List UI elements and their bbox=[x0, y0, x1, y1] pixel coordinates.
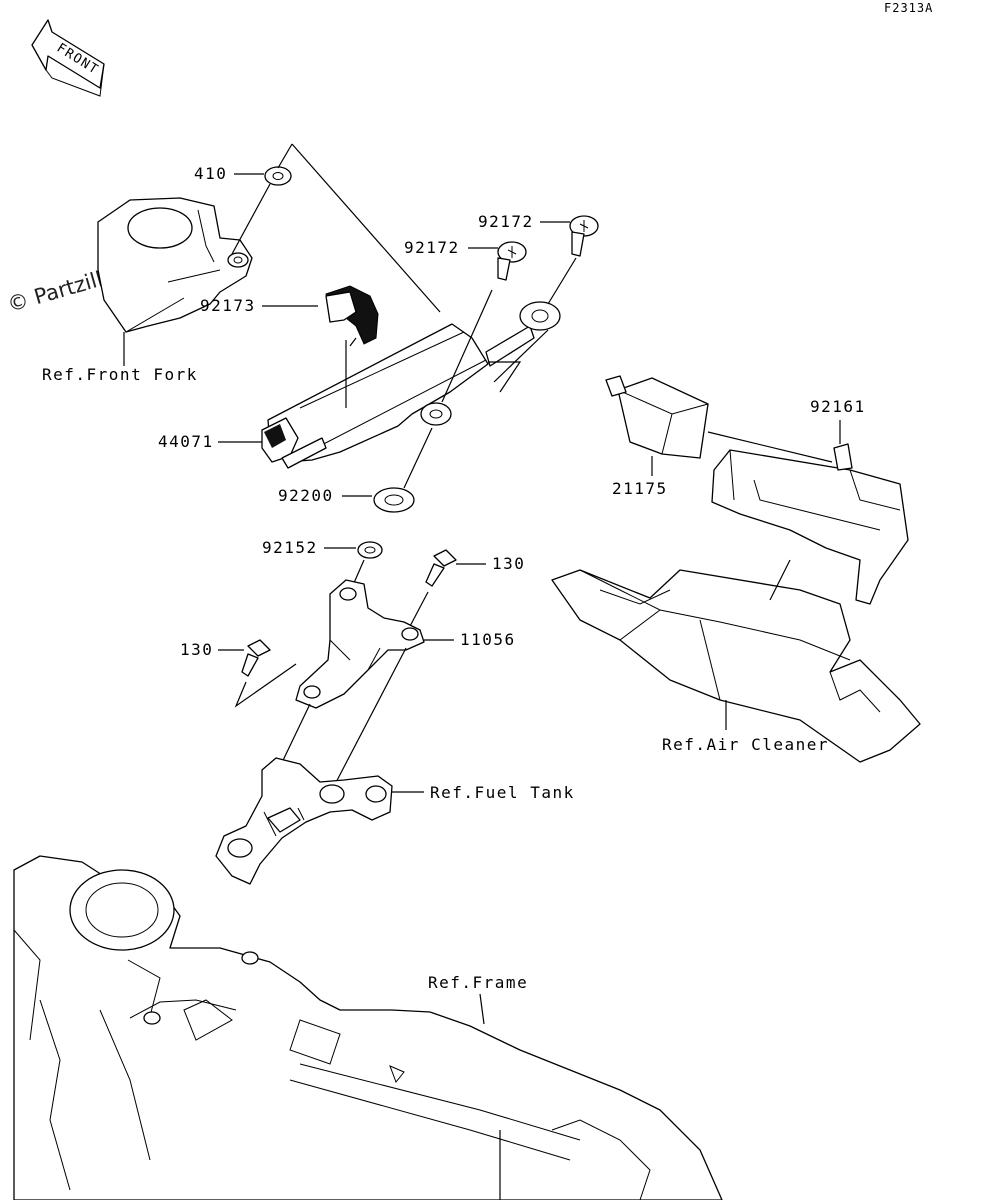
ref-frame-label: Ref.Frame bbox=[428, 973, 528, 992]
rubber-92173 bbox=[325, 285, 379, 345]
steering-damper-44071 bbox=[261, 301, 561, 469]
part-label-44071: 44071 bbox=[158, 432, 214, 451]
washer-92200 bbox=[373, 487, 415, 513]
front-arrow-icon: FRONT bbox=[31, 19, 105, 97]
washer-410 bbox=[264, 166, 292, 186]
diagram-code: F2313A bbox=[884, 1, 933, 15]
fuel-tank-bracket bbox=[215, 757, 393, 885]
part-label-92200: 92200 bbox=[278, 486, 334, 505]
bracket-11056 bbox=[295, 579, 425, 709]
part-label-410: 410 bbox=[194, 164, 227, 183]
part-label-11056: 11056 bbox=[460, 630, 516, 649]
part-label-92172-a: 92172 bbox=[478, 212, 534, 231]
part-label-92152: 92152 bbox=[262, 538, 318, 557]
collar-92152 bbox=[357, 541, 383, 559]
bolt-92172a bbox=[569, 215, 599, 257]
bolt-130b bbox=[241, 639, 271, 677]
ref-fuel-tank-label: Ref.Fuel Tank bbox=[430, 783, 575, 802]
part-label-21175: 21175 bbox=[612, 479, 668, 498]
front-fork-clamp bbox=[97, 197, 253, 333]
ref-air-cleaner-label: Ref.Air Cleaner bbox=[662, 735, 829, 754]
ref-front-fork-label: Ref.Front Fork bbox=[42, 365, 198, 384]
ecu-21175 bbox=[605, 375, 709, 459]
part-label-130-b: 130 bbox=[180, 640, 213, 659]
part-label-92161: 92161 bbox=[810, 397, 866, 416]
air-cleaner bbox=[551, 569, 921, 763]
cover-92161 bbox=[711, 443, 909, 605]
part-label-92172-b: 92172 bbox=[404, 238, 460, 257]
part-label-130-a: 130 bbox=[492, 554, 525, 573]
part-label-92173: 92173 bbox=[200, 296, 256, 315]
frame bbox=[13, 855, 723, 1200]
bolt-92172b bbox=[497, 241, 527, 281]
bolt-130a bbox=[425, 549, 457, 587]
